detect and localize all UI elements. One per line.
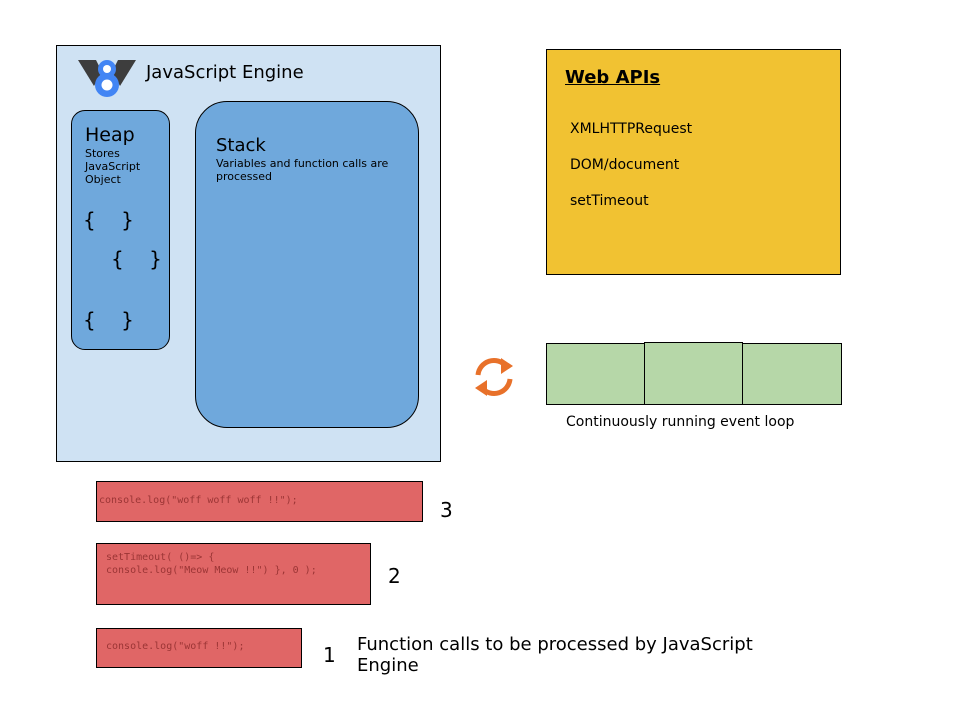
function-call-code: console.log("woff woff woff !!"); [99,495,298,506]
function-call-code: setTimeout( ()=> { console.log("Meow Meo… [106,552,317,576]
function-call-number: 2 [388,564,401,588]
web-apis-title: Web APIs [565,67,661,88]
engine-title: JavaScript Engine [146,62,304,83]
event-queue-slot [742,343,842,405]
function-calls-caption: Function calls to be processed by JavaSc… [357,634,753,676]
web-apis-box [546,49,841,275]
event-queue-slot [546,343,645,405]
function-call-number: 1 [323,643,336,667]
heap-object-braces: { } [83,308,134,332]
stack-description: Variables and function calls are process… [216,157,389,183]
stack-box [195,101,419,428]
refresh-cycle-icon [475,358,513,396]
heap-box [71,110,170,350]
heap-object-braces: { } [83,208,134,232]
function-call-box [96,481,423,522]
web-api-item: setTimeout [570,193,649,209]
function-call-number: 3 [440,498,453,522]
function-call-box [96,543,371,605]
event-loop-caption: Continuously running event loop [566,414,795,430]
function-call-box [96,628,302,668]
event-queue-slot [644,342,743,405]
web-api-item: XMLHTTPRequest [570,121,693,137]
heap-title: Heap [85,124,135,146]
function-call-code: console.log("woff !!"); [106,641,245,652]
heap-description: Stores JavaScript Object [85,147,141,186]
heap-object-braces: { } [111,247,162,271]
v8-logo-icon [78,60,136,97]
stack-title: Stack [216,135,266,156]
web-api-item: DOM/document [570,157,680,173]
